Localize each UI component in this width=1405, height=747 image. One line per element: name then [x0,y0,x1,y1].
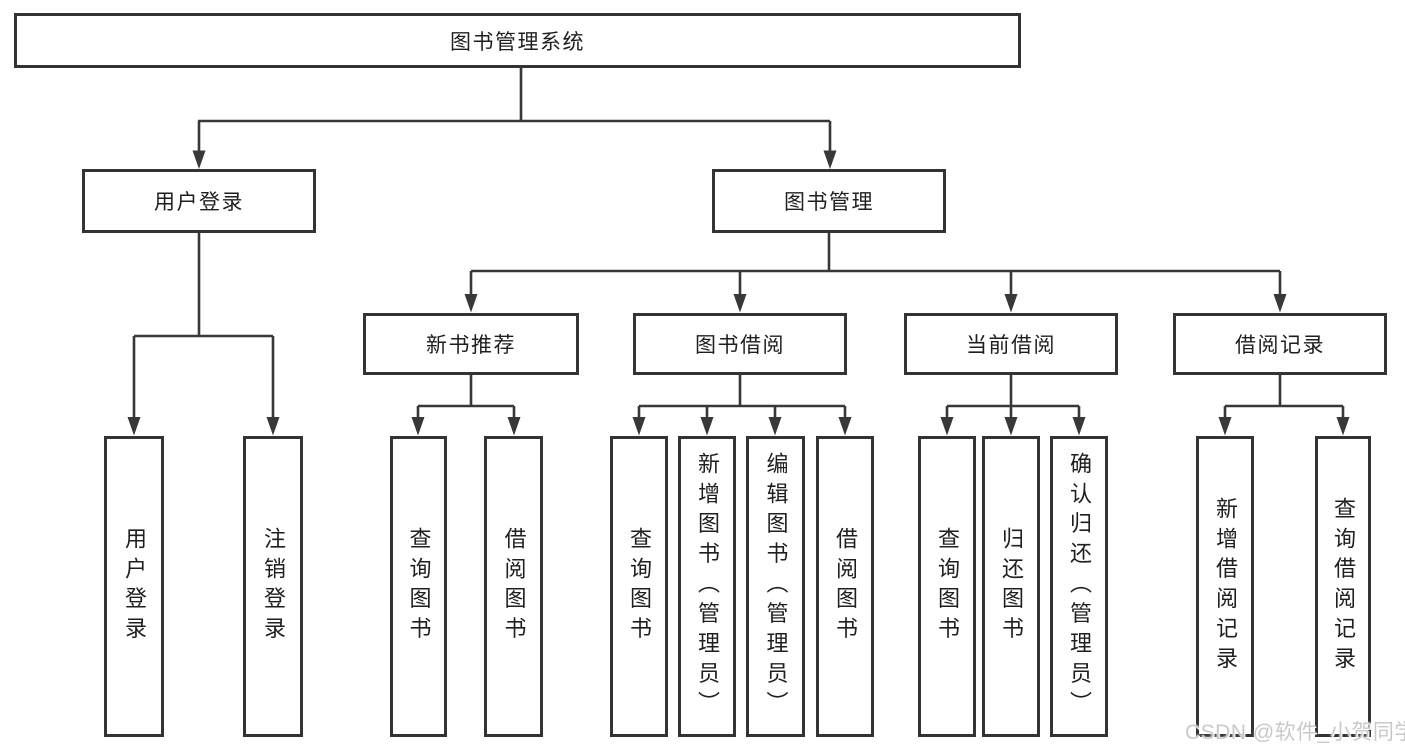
leaf-borrow-books: 借阅图书 [816,436,874,737]
leaf-return-books: 归还图书 [982,436,1040,737]
leaf-borrow-books-recommend: 借阅图书 [484,436,543,737]
leaf-edit-books-admin: 编辑图书（管理员） [746,436,805,737]
leaf-add-borrow-record: 新增借阅记录 [1196,436,1254,737]
leaf-add-books-admin: 新增图书（管理员） [678,436,736,737]
leaf-query-borrow-record: 查询借阅记录 [1315,436,1371,737]
node-book-management: 图书管理 [712,169,946,233]
node-borrow-records: 借阅记录 [1173,313,1387,375]
node-current-borrow: 当前借阅 [904,313,1118,375]
leaf-user-login: 用户登录 [104,436,164,737]
leaf-logout: 注销登录 [243,436,303,737]
leaf-query-books-recommend: 查询图书 [390,436,447,737]
arrowheads [127,150,1350,436]
csdn-watermark: CSDN @软件_小贺同学 [1185,721,1405,744]
node-book-borrow: 图书借阅 [633,313,847,375]
leaf-query-books-borrow: 查询图书 [610,436,668,737]
node-root: 图书管理系统 [14,13,1021,68]
leaf-query-books-current: 查询图书 [918,436,976,737]
node-new-book-recommend: 新书推荐 [363,313,579,375]
leaf-confirm-return-admin: 确认归还（管理员） [1050,436,1108,737]
node-user-login: 用户登录 [82,169,316,233]
